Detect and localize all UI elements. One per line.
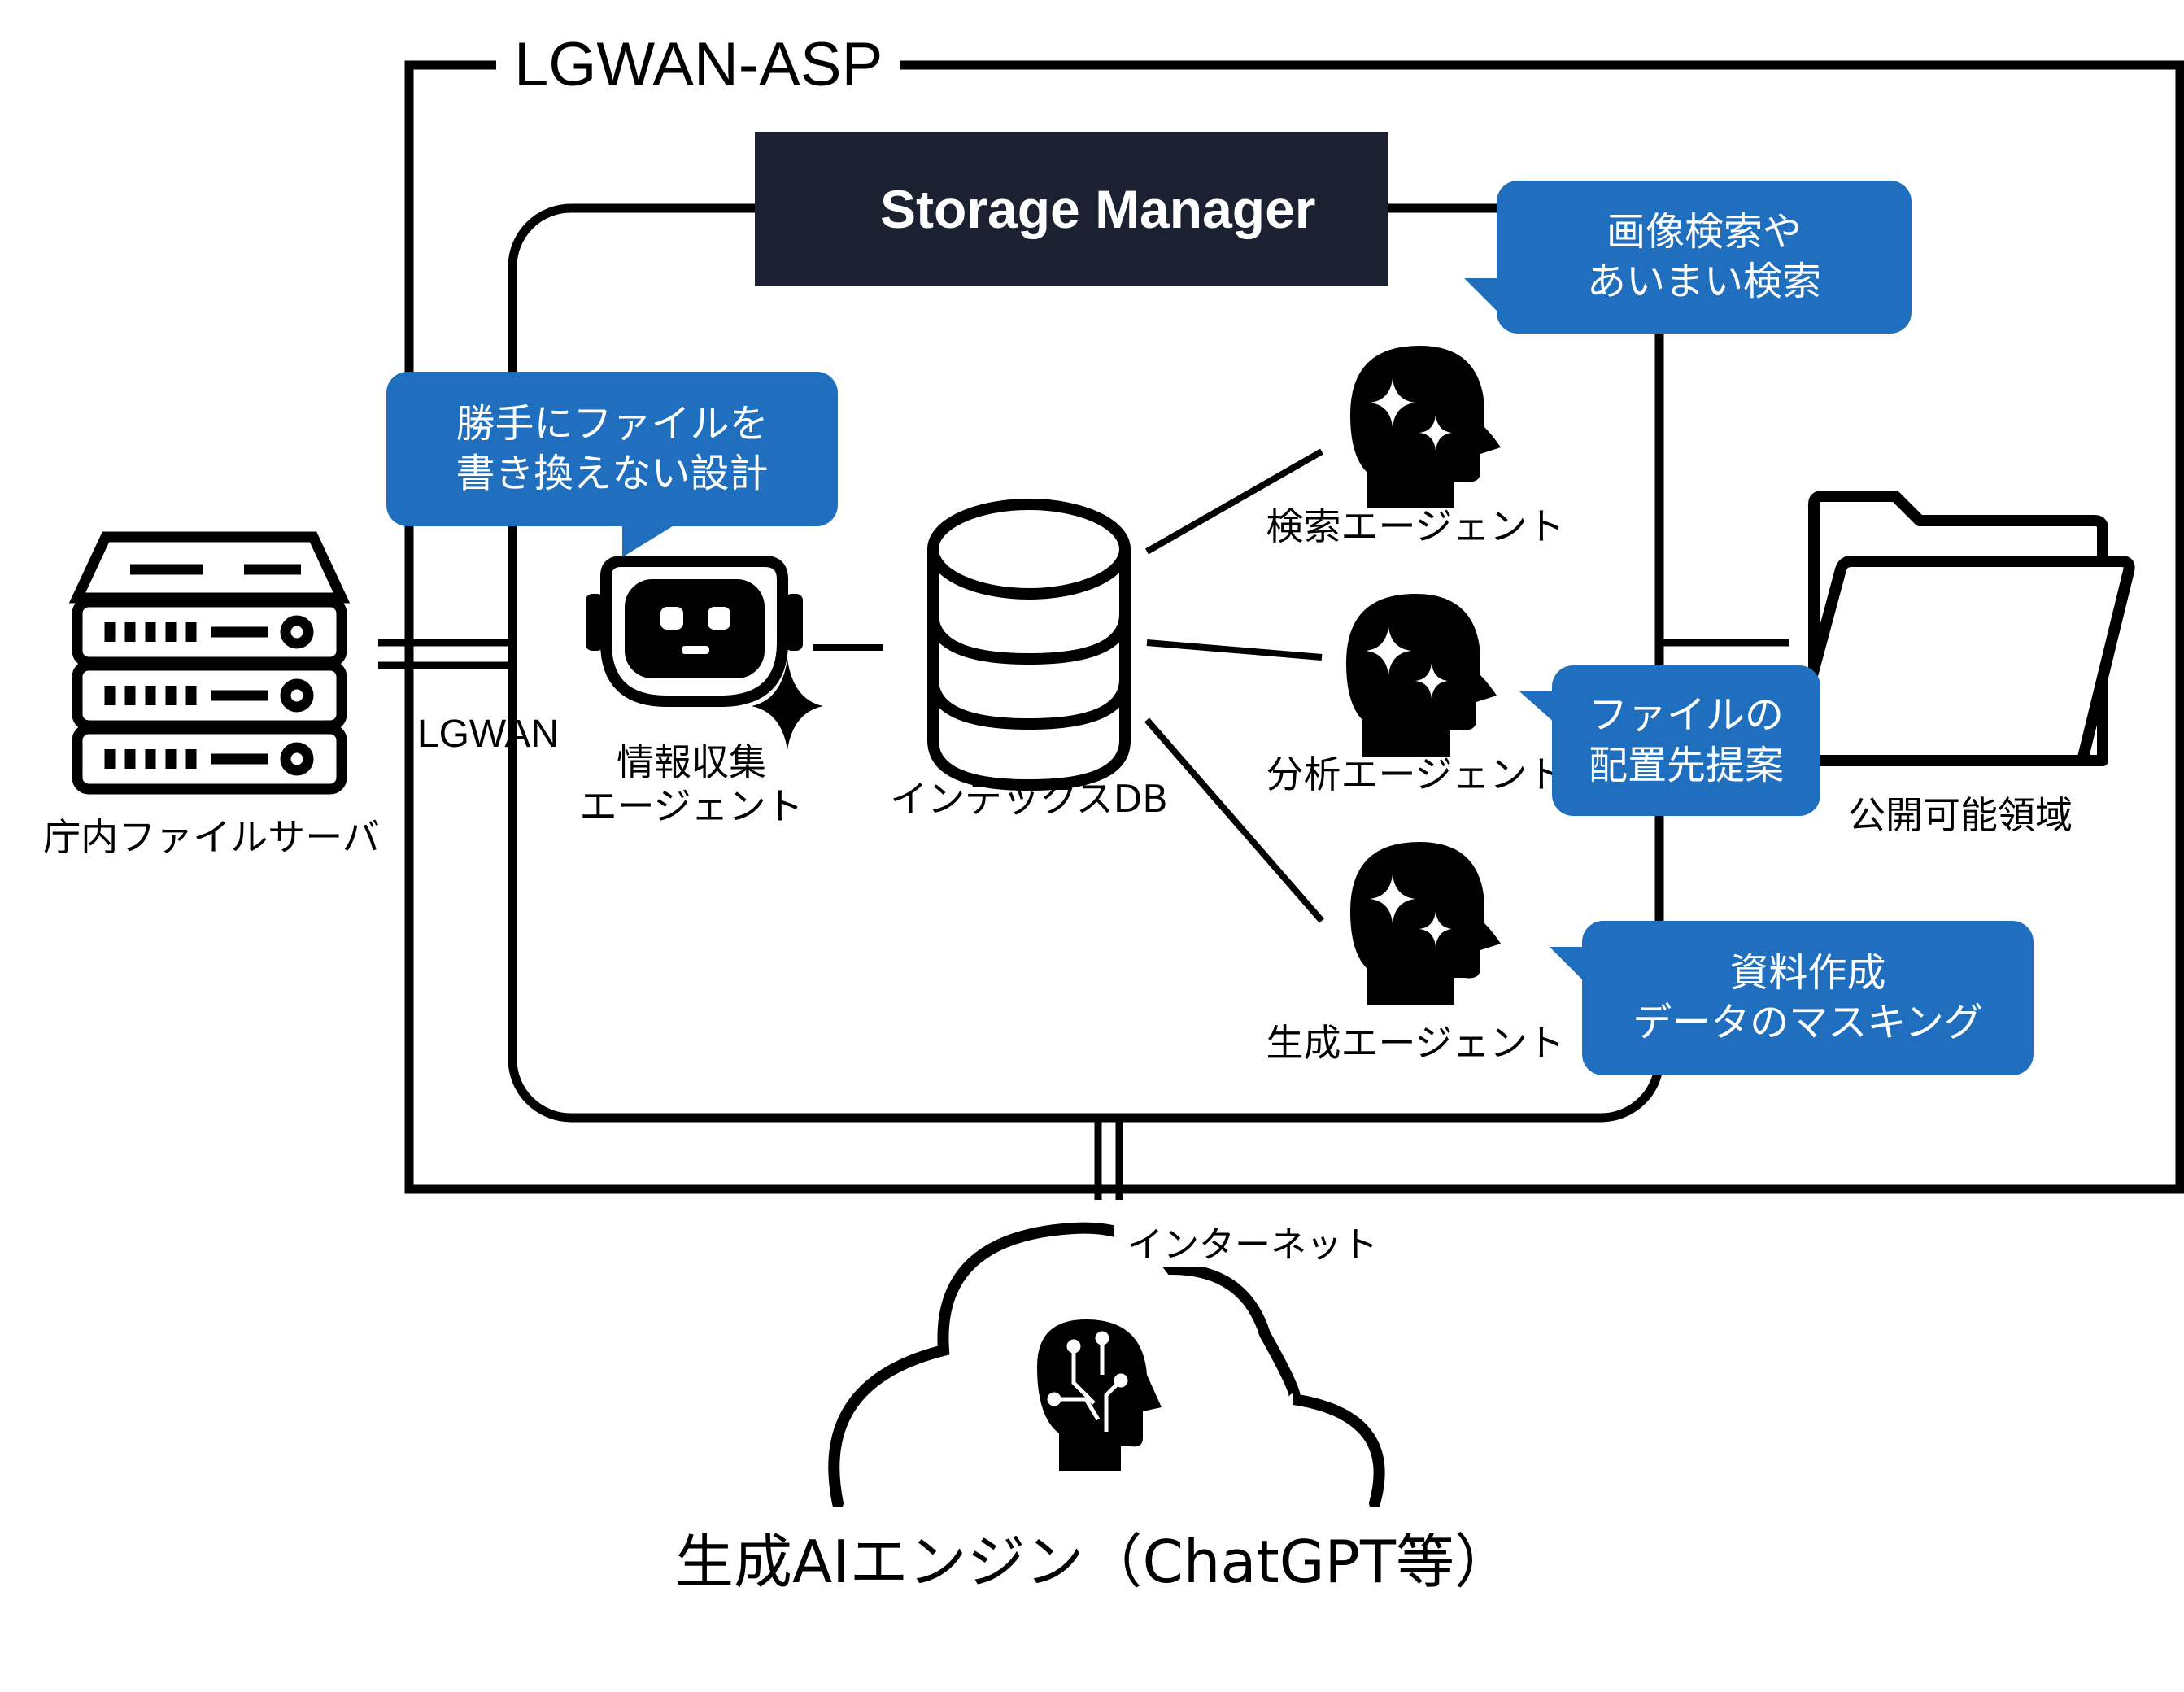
lgwan-asp-boundary <box>404 60 2184 1194</box>
analysis-agent-label: 分析エージェント <box>1266 752 1565 796</box>
callout-generation-line2: データのマスキング <box>1633 1000 1983 1045</box>
callout-analysis-tail <box>1519 691 1556 724</box>
callout-no-overwrite-tail <box>622 525 675 557</box>
lgwan-connection <box>378 639 512 669</box>
callout-generation: 資料作成 データのマスキング <box>1550 921 2034 1075</box>
callout-no-overwrite-line1: 勝手にファイルを <box>456 400 769 447</box>
internet-connection <box>1094 1118 1123 1200</box>
lgwan-label: LGWAN <box>416 713 560 756</box>
search-agent-label: 検索エージェント <box>1266 504 1565 548</box>
callout-search: 画像検索や あいまい検索 <box>1464 181 1912 334</box>
search-agent-icon <box>1350 346 1501 508</box>
collector-agent-label: 情報収集 エージェント <box>561 740 822 829</box>
callout-analysis: ファイルの 配置先提案 <box>1519 665 1820 816</box>
folder-icon <box>1784 491 2135 766</box>
db-generation-link <box>1144 717 1325 923</box>
ai-engine-label: 生成AIエンジン（ChatGPT等） <box>675 1528 1513 1596</box>
analysis-agent-icon <box>1346 594 1497 757</box>
robot-icon <box>586 556 823 750</box>
callout-generation-line1: 資料作成 <box>1729 949 1886 996</box>
circuit-head-icon <box>1037 1319 1162 1471</box>
callout-no-overwrite-line2: 書き換えない設計 <box>456 451 769 496</box>
storage-manager-brand: Storage Manager <box>880 179 1316 239</box>
callout-search-tail <box>1464 278 1513 327</box>
callout-no-overwrite: 勝手にファイルを 書き換えない設計 <box>386 372 838 557</box>
storage-manager-banner: Storage Manager <box>755 132 1388 286</box>
callout-analysis-line1: ファイルの <box>1588 692 1784 739</box>
db-search-link <box>1145 448 1323 555</box>
collector-agent-label-line2: エージェント <box>579 784 804 829</box>
database-icon <box>927 499 1131 791</box>
public-area-label: 公開可能領域 <box>1848 793 2073 837</box>
internet-label: インターネット <box>1114 1224 1391 1267</box>
collector-agent-label-line1: 情報収集 <box>617 740 766 784</box>
server-rack-icon <box>68 531 351 795</box>
db-analysis-link <box>1146 639 1323 661</box>
file-server-label: 庁内ファイルサーバ <box>43 815 380 859</box>
generation-agent-icon <box>1350 842 1501 1005</box>
generation-agent-label: 生成エージェント <box>1266 1021 1565 1065</box>
callout-generation-tail <box>1550 947 1586 983</box>
callout-search-line1: 画像検索や <box>1606 208 1802 255</box>
index-db-label: インデックスDB <box>890 777 1168 821</box>
callout-analysis-line2: 配置先提案 <box>1588 742 1784 788</box>
callout-search-line2: あいまい検索 <box>1586 259 1821 304</box>
lgwan-asp-title: LGWAN-ASP <box>496 34 901 96</box>
